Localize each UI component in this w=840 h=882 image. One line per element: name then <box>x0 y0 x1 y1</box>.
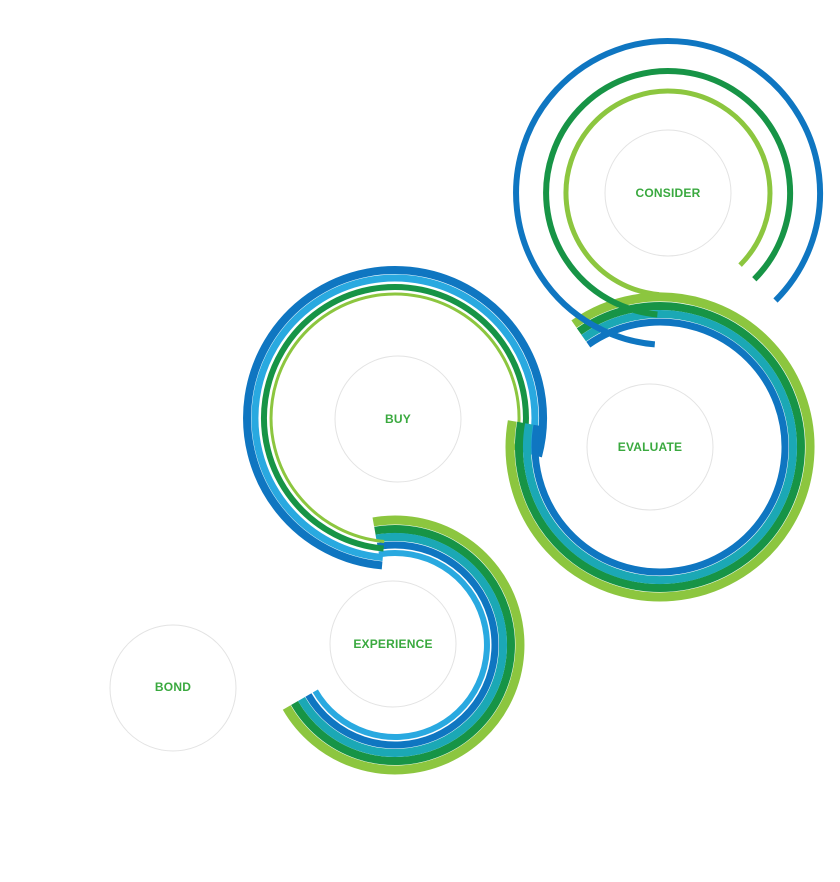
experience-loop-ring-3 <box>305 541 499 749</box>
disc-bond <box>109 624 237 752</box>
experience-loop-ring-4 <box>312 550 490 740</box>
evaluate-loop-ring-0 <box>505 292 815 602</box>
buy-loop-ring-3 <box>269 292 521 543</box>
consider-loop-ring-2 <box>563 88 773 298</box>
label-consider: CONSIDER <box>635 186 701 200</box>
experience-loop-ring-2 <box>298 532 507 757</box>
evaluate-loop-ring-2 <box>523 310 797 584</box>
label-buy: BUY <box>385 412 411 426</box>
disc-layer <box>109 129 732 752</box>
experience-loop-ring-1 <box>291 525 515 766</box>
disc-evaluate <box>586 383 714 511</box>
consider-loop-ring-1 <box>543 68 794 318</box>
ribbon-layer <box>243 38 824 775</box>
buy-loop-ring-1 <box>251 274 539 561</box>
buy-loop-ring-0 <box>243 265 548 570</box>
label-experience: EXPERIENCE <box>353 637 433 651</box>
disc-buy <box>334 355 462 483</box>
label-evaluate: EVALUATE <box>617 440 683 454</box>
label-bond: BOND <box>154 680 192 694</box>
disc-experience <box>329 580 457 708</box>
consider-loop-ring-0 <box>513 38 824 348</box>
buy-loop-ring-2 <box>261 284 529 552</box>
experience-loop-ring-0 <box>282 515 525 775</box>
evaluate-loop-ring-3 <box>531 318 789 576</box>
evaluate-loop-ring-1 <box>515 302 805 593</box>
disc-consider <box>604 129 732 257</box>
